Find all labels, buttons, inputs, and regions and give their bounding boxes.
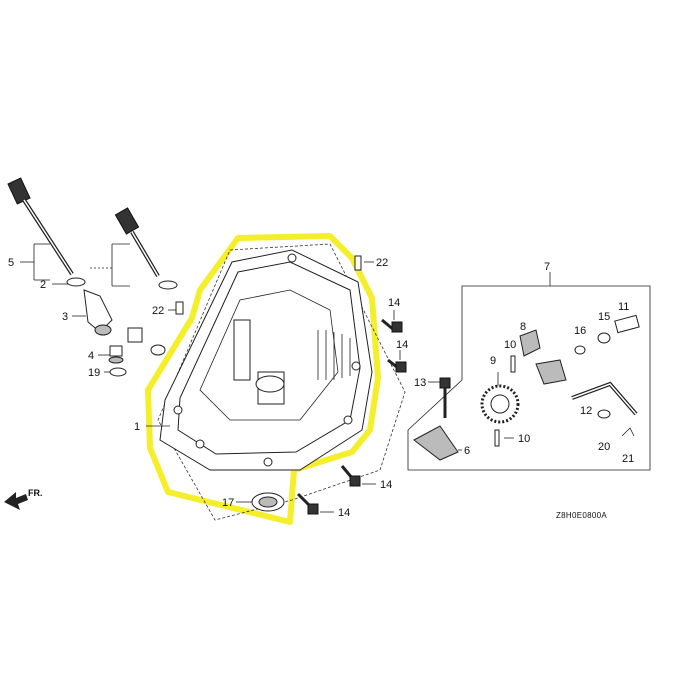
callout-12: 12 (580, 405, 592, 417)
callout-14a: 14 (388, 297, 400, 309)
bolt-4 (108, 345, 124, 364)
dowel-pin-22b (354, 255, 362, 271)
bolt-14a (381, 318, 403, 333)
callout-17: 17 (222, 497, 234, 509)
callout-9: 9 (490, 355, 496, 367)
callout-10b: 10 (518, 433, 530, 445)
callout-10a: 10 (504, 339, 516, 351)
washer-15 (597, 332, 611, 344)
callout-14c: 14 (380, 479, 392, 491)
fitting-small (127, 327, 166, 356)
dipstick-left (7, 177, 74, 276)
bolt-13 (439, 377, 451, 418)
washer-20 (597, 409, 611, 419)
bolt-14c (340, 465, 361, 487)
crankcase-cover (159, 249, 373, 471)
governor-weight-8a (519, 329, 541, 357)
callout-4: 4 (88, 350, 94, 362)
callout-14d: 14 (338, 507, 350, 519)
callout-13: 13 (414, 377, 426, 389)
washer-16 (574, 345, 586, 355)
dowel-pin-22a (175, 301, 184, 315)
governor-weight-8b (535, 359, 567, 385)
leader-lines (20, 243, 551, 513)
callout-5: 5 (8, 257, 14, 269)
governor-gear-9 (480, 384, 520, 424)
assembly-frame-7 (407, 285, 651, 471)
clip-21 (621, 427, 635, 437)
callout-3: 3 (62, 311, 68, 323)
bolt-14d (296, 492, 319, 515)
callout-labels: 5 2 3 4 19 22 22 1 17 14 14 14 14 13 7 8… (8, 257, 634, 519)
dipstick-middle (114, 207, 160, 278)
callout-21: 21 (622, 453, 634, 465)
front-direction-arrow: FR. (4, 488, 43, 510)
oil-filler-tube-3 (83, 289, 113, 336)
callout-1: 1 (134, 421, 140, 433)
callout-19: 19 (88, 367, 100, 379)
callout-6: 6 (464, 445, 470, 457)
callout-7: 7 (544, 261, 550, 273)
pin-10b (494, 429, 500, 447)
callout-22a: 22 (152, 305, 164, 317)
front-indicator-text: FR. (28, 488, 43, 498)
governor-arm-6 (413, 425, 459, 461)
washer-19 (109, 367, 127, 377)
governor-lever-12 (571, 381, 638, 416)
bolt-14b (387, 358, 407, 373)
o-ring-2a (66, 277, 86, 287)
callout-15: 15 (598, 311, 610, 323)
pin-10a (510, 355, 516, 373)
shaft-11 (614, 314, 640, 334)
callout-2: 2 (40, 279, 46, 291)
drawing-code: Z8H0E0800A (556, 511, 607, 520)
callout-14b: 14 (396, 339, 408, 351)
o-ring-2b (158, 280, 178, 290)
callout-11: 11 (618, 301, 629, 313)
callout-8: 8 (520, 321, 526, 333)
callout-22b: 22 (376, 257, 388, 269)
oil-seal-17 (251, 492, 285, 512)
callout-16: 16 (574, 325, 586, 337)
callout-20: 20 (598, 441, 610, 453)
